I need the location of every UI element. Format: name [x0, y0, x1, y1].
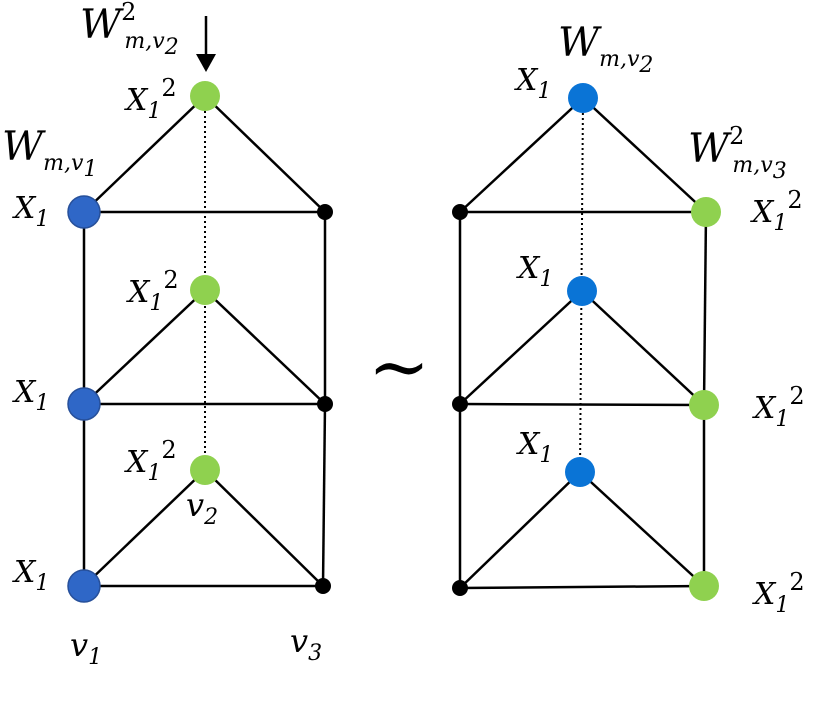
- node-black: [317, 396, 333, 412]
- node-blue: [565, 457, 595, 487]
- node-green: [190, 81, 220, 111]
- node-label-x1-squared: X12: [752, 568, 805, 618]
- node-label-x1: X1: [12, 375, 49, 416]
- node-label-x1-squared: X12: [750, 186, 803, 236]
- node-label-x1-squared: X12: [752, 382, 805, 432]
- edge: [459, 97, 584, 213]
- equivalence-symbol: ∼: [368, 324, 430, 410]
- right-top-weight-label: Wm,v2: [558, 20, 653, 78]
- edge: [204, 469, 324, 587]
- node-black: [452, 204, 468, 220]
- edge: [459, 471, 581, 589]
- node-label-x1: X1: [12, 191, 49, 232]
- node-green: [689, 571, 719, 601]
- edge: [579, 471, 705, 587]
- edge: [204, 95, 326, 213]
- node-label-x1: X1: [12, 555, 49, 596]
- vertex-label-v1: v1: [70, 626, 102, 670]
- edge: [459, 290, 583, 405]
- edge: [582, 97, 707, 213]
- edge: [459, 402, 705, 407]
- node-label-x1-squared: X12: [126, 266, 179, 316]
- node-blue: [67, 387, 101, 421]
- node-black: [452, 396, 468, 412]
- node-green: [190, 275, 220, 305]
- edge: [459, 584, 705, 590]
- node-label-x1-squared: X12: [124, 74, 177, 124]
- arrow-head: [196, 54, 216, 72]
- edge: [702, 211, 708, 406]
- node-blue: [67, 569, 101, 603]
- node-blue: [567, 276, 597, 306]
- vertex-label-v3: v3: [290, 622, 322, 666]
- edge: [581, 290, 705, 406]
- node-blue: [568, 83, 598, 113]
- node-black: [452, 580, 468, 596]
- node-black: [317, 204, 333, 220]
- node-label-x1: X1: [516, 427, 553, 468]
- edge: [83, 469, 206, 587]
- node-black: [315, 578, 331, 594]
- node-label-x1-squared: X12: [124, 436, 177, 486]
- node-blue: [67, 195, 101, 229]
- edge: [83, 289, 206, 405]
- edge: [83, 95, 206, 213]
- node-label-x1: X1: [516, 251, 553, 292]
- node-green: [691, 197, 721, 227]
- node-green: [689, 390, 719, 420]
- left-side-weight-label: Wm,v1: [2, 124, 97, 182]
- edge: [204, 289, 326, 405]
- node-label-x1: X1: [514, 63, 551, 104]
- edge: [321, 403, 327, 587]
- node-green: [190, 455, 220, 485]
- dotted-edge: [579, 97, 584, 473]
- vertex-label-v2: v2: [186, 486, 218, 530]
